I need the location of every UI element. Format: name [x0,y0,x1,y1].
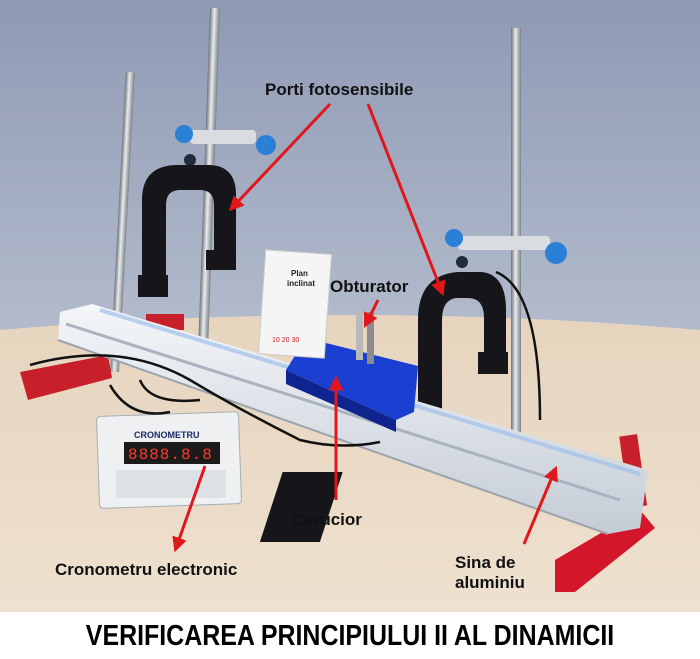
right-knob-c [456,256,468,268]
card-title-1: Plan [291,269,308,278]
cable-d [138,379,201,402]
left-knob-a [175,125,193,143]
right-clamp [458,236,550,250]
cart-flag-b [367,312,374,364]
label-carucior: Carucior [292,510,362,529]
left-gate-foot-a [138,275,168,297]
left-rail-base [20,355,112,400]
blue-cart [286,338,418,420]
cable-c [495,270,542,421]
right-knob-b [545,242,567,264]
left-gate-foot-b [206,250,236,270]
chronometer-panel [116,470,226,498]
arrow-porti-right [366,103,446,297]
label-sina-line2: aluminiu [455,573,525,592]
cable-b [108,384,171,415]
cable-a [29,354,381,447]
rail-edge [57,339,609,535]
left-knob-b [256,135,276,155]
arrow-porti-left [228,102,332,212]
card-title-line2: inclinat [287,279,315,288]
arrow-sina [522,465,558,545]
label-porti-fotosensibile: Porti fotosensibile [265,80,414,99]
left-knob-c [184,154,196,166]
card-scale: 10 20 30 [272,337,299,344]
chronometer-digits: 8888.8.8 [128,446,213,464]
chronometer-brand: CRONOMETRU [134,430,200,440]
black-base [259,472,343,542]
chronometer-display [124,442,220,464]
label-obturator: Obturator [330,277,409,296]
card-title-line1: Plan [291,269,308,278]
chronometer-digits-text: 8888.8.8 [128,446,213,464]
label-sina-line1: Sina de [455,553,516,572]
incline-card [257,249,333,359]
apparatus-photo: Plan inclinat 10 20 30 CRONOMETRU 8888.8… [0,0,700,612]
right-gate-foot [478,352,508,374]
label-sina-de-aluminiu: Sina de aluminiu [455,553,525,593]
figure-caption: VERIFICAREA PRINCIPIULUI II AL DINAMICII [85,620,615,652]
right-rail-base [555,510,655,592]
cart-side [286,370,396,432]
card-scale-text: 10 20 30 [272,337,299,344]
label-cronometru-electronic: Cronometru electronic [55,560,238,579]
cart-flag-a [356,312,363,360]
left-clamp [190,130,256,144]
left-rod-back [110,71,135,373]
left-photogate [142,165,236,290]
right-photogate [418,272,506,415]
rail-groove [65,322,621,502]
card-title-2: inclinat [287,279,315,288]
chronometer-brand-text: CRONOMETRU [134,430,200,440]
arrow-obturator [363,299,380,329]
right-knob-a [445,229,463,247]
aluminium-rail [58,304,648,534]
arrow-cronometru [172,465,207,553]
